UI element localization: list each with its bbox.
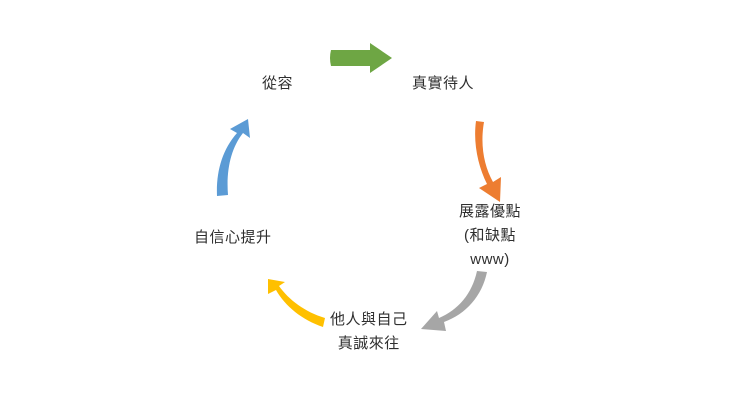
node-taren-yu-ziji: 他人與自己 真誠來往 (330, 308, 408, 356)
node-taren-yu-ziji-line-1: 他人與自己 (330, 311, 408, 328)
node-taren-yu-ziji-line-2: 真誠來往 (337, 335, 400, 352)
arrow-yellow-icon (268, 279, 325, 327)
arrow-congrong-to-zhenshi (330, 43, 392, 73)
arrow-green-icon (330, 43, 392, 73)
node-zhanlu-youdian-line-1: 展露優點 (459, 203, 522, 220)
node-zhenshi-dairen: 真實待人 (412, 72, 474, 96)
arrow-taren-to-zixinxin (268, 279, 325, 327)
node-zhenshi-dairen-line-1: 真實待人 (412, 75, 475, 92)
node-congrong: 從容 (262, 72, 293, 96)
node-congrong-line-1: 從容 (262, 75, 294, 92)
arrow-orange-icon (475, 121, 501, 202)
node-zhanlu-youdian-line-2: (和缺點 (464, 227, 516, 244)
node-zhanlu-youdian: 展露優點 (和缺點 www) (459, 200, 521, 272)
arrow-blue-icon (216, 119, 250, 196)
node-zixinxin-tisheng-line-1: 自信心提升 (194, 229, 272, 246)
node-zixinxin-tisheng: 自信心提升 (194, 226, 272, 250)
arrow-zixinxin-to-congrong (216, 119, 250, 196)
arrow-zhanlu-to-taren (421, 271, 487, 331)
arrow-zhenshi-to-zhanlu (475, 121, 501, 202)
arrow-gray-icon (421, 271, 487, 331)
node-zhanlu-youdian-line-3: www) (470, 251, 510, 268)
